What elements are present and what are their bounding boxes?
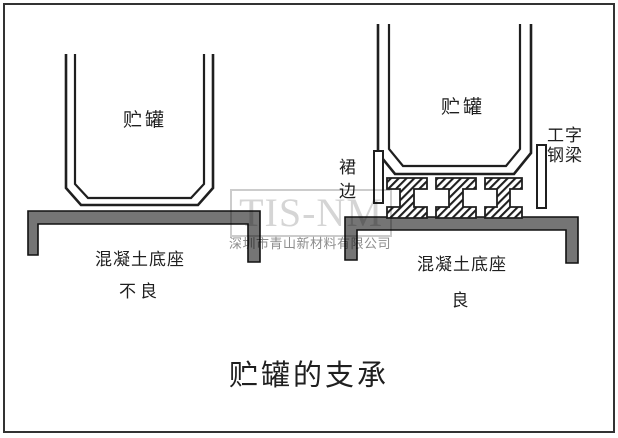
right-tank-outer-wall bbox=[376, 24, 533, 176]
watermark-company-name: 深圳市青山新材料有限公司 bbox=[228, 236, 391, 251]
right-skirt-plate bbox=[536, 144, 547, 209]
left-verdict-label: 不良 bbox=[119, 282, 161, 301]
left-skirt-plate bbox=[373, 150, 384, 204]
i-beam-section-1 bbox=[386, 177, 428, 219]
left-base-label: 混凝土底座 bbox=[95, 250, 185, 269]
right-base-label: 混凝土底座 bbox=[417, 255, 507, 274]
left-tank-outer-wall bbox=[64, 54, 215, 207]
i-beam-section-2 bbox=[435, 177, 477, 219]
skirt-label: 裙边 bbox=[339, 158, 356, 201]
right-tank-label: 贮罐 bbox=[440, 97, 485, 118]
watermark-logo-text: TIS-NM bbox=[239, 190, 383, 235]
left-concrete-base-shape bbox=[27, 210, 261, 263]
diagram-border-frame bbox=[3, 3, 615, 433]
watermark-logo-box: TIS-NM bbox=[230, 189, 392, 237]
right-verdict-label: 良 bbox=[451, 291, 473, 310]
i-beam-section-3 bbox=[484, 177, 523, 219]
i-beam-label: 工字钢梁 bbox=[547, 126, 583, 165]
right-concrete-base-shape bbox=[344, 216, 579, 264]
right-tank-inner-wall bbox=[387, 24, 522, 168]
left-tank-label: 贮罐 bbox=[122, 110, 167, 131]
left-tank-inner-wall bbox=[73, 54, 206, 200]
figure-title: 贮罐的支承 bbox=[228, 360, 389, 392]
